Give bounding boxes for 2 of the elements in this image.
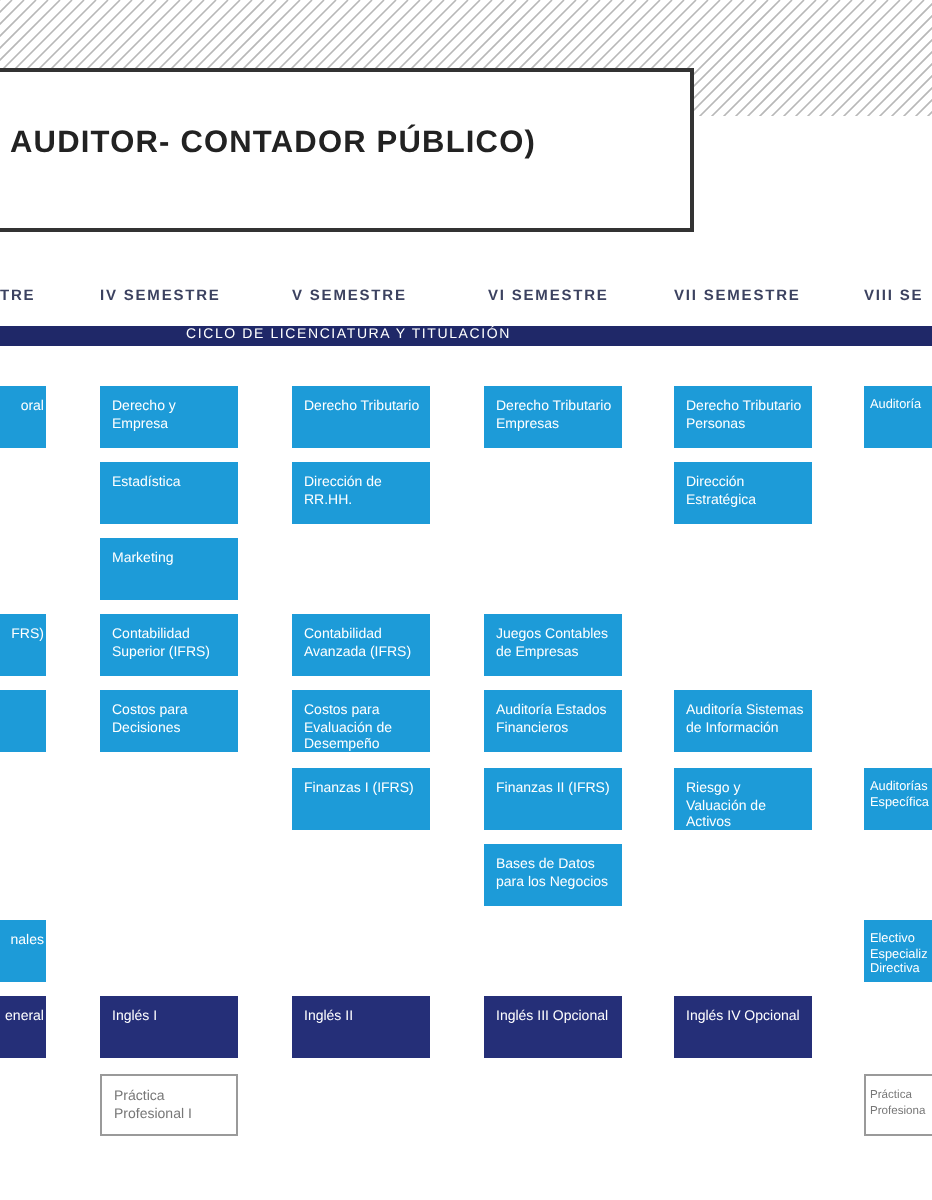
course-box xyxy=(0,690,46,752)
title: AUDITOR- CONTADOR PÚBLICO) xyxy=(10,126,537,162)
